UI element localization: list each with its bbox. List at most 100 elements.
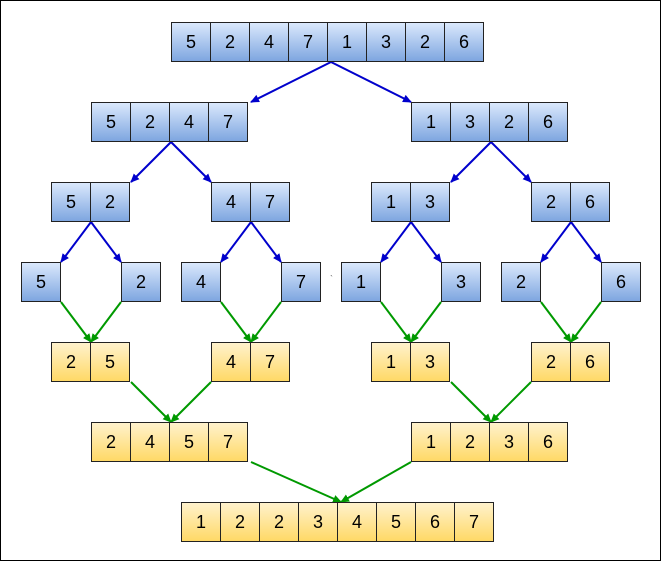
merge-arrow (250, 301, 282, 343)
array-cell: 6 (415, 502, 455, 542)
split-arrow (170, 141, 212, 183)
array-cell: 2 (531, 342, 571, 382)
merge-arrow (220, 301, 252, 343)
split-single: 7 (281, 262, 321, 302)
array-cell: 1 (371, 182, 411, 222)
array-cell: 2 (259, 502, 299, 542)
array-cell: 7 (208, 422, 248, 462)
array-cell: 3 (410, 182, 450, 222)
array-cell: 3 (366, 22, 406, 62)
array-sorted: 1 2 2 3 4 5 6 7 (181, 502, 494, 542)
split-single: 3 (441, 262, 481, 302)
array-cell: 4 (181, 262, 221, 302)
array-cell: 7 (250, 182, 290, 222)
array-cell: 3 (410, 342, 450, 382)
array-cell: 1 (341, 262, 381, 302)
split-quarter: 5 2 (51, 182, 130, 222)
merge-arrow (410, 301, 442, 343)
merge-arrow (130, 381, 172, 423)
array-cell: 2 (405, 22, 445, 62)
array-cell: 5 (90, 342, 130, 382)
array-cell: 4 (169, 102, 209, 142)
array-cell: 2 (130, 102, 170, 142)
array-cell: 1 (371, 342, 411, 382)
split-arrow (250, 61, 332, 103)
array-cell: 1 (411, 102, 451, 142)
merge-arrow (90, 301, 122, 343)
stray-mark: ` (330, 274, 333, 284)
split-arrow (380, 221, 412, 263)
split-single: 2 (501, 262, 541, 302)
merge-arrow (450, 381, 492, 423)
split-half-right: 1 3 2 6 (411, 102, 568, 142)
merge-arrow (340, 461, 412, 503)
merged-pair: 4 7 (211, 342, 290, 382)
split-single: 1 (341, 262, 381, 302)
array-cell: 5 (91, 102, 131, 142)
array-cell: 5 (171, 22, 211, 62)
array-cell: 2 (210, 22, 250, 62)
merged-pair: 2 6 (531, 342, 610, 382)
merge-arrow (570, 301, 602, 343)
array-cell: 2 (489, 102, 529, 142)
split-arrow (410, 221, 442, 263)
merged-pair: 2 5 (51, 342, 130, 382)
array-cell: 5 (21, 262, 61, 302)
split-arrow (540, 221, 572, 263)
split-arrow (60, 221, 92, 263)
split-arrow (330, 61, 412, 103)
split-arrow (90, 221, 122, 263)
merged-pair: 1 3 (371, 342, 450, 382)
split-quarter: 2 6 (531, 182, 610, 222)
array-cell: 6 (528, 422, 568, 462)
split-arrow (220, 221, 252, 263)
array-cell: 2 (90, 182, 130, 222)
array-cell: 2 (450, 422, 490, 462)
array-cell: 5 (169, 422, 209, 462)
split-single: 4 (181, 262, 221, 302)
array-cell: 6 (570, 342, 610, 382)
split-half-left: 5 2 4 7 (91, 102, 248, 142)
split-quarter: 4 7 (211, 182, 290, 222)
array-cell: 2 (531, 182, 571, 222)
array-cell: 7 (208, 102, 248, 142)
array-cell: 2 (91, 422, 131, 462)
array-cell: 3 (441, 262, 481, 302)
split-arrow (450, 141, 492, 183)
array-cell: 2 (220, 502, 260, 542)
split-arrow (570, 221, 602, 263)
array-cell: 4 (337, 502, 377, 542)
array-cell: 4 (130, 422, 170, 462)
merge-arrow (490, 381, 532, 423)
array-cell: 7 (250, 342, 290, 382)
array-cell: 6 (444, 22, 484, 62)
array-cell: 3 (450, 102, 490, 142)
array-cell: 2 (51, 342, 91, 382)
array-cell: 7 (281, 262, 321, 302)
merge-arrow (540, 301, 572, 343)
merge-arrow (250, 461, 342, 503)
array-cell: 7 (454, 502, 494, 542)
split-arrow (130, 141, 172, 183)
split-arrow (490, 141, 532, 183)
split-single: 5 (21, 262, 61, 302)
array-cell: 3 (489, 422, 529, 462)
array-cell: 6 (601, 262, 641, 302)
split-quarter: 1 3 (371, 182, 450, 222)
split-arrow (250, 221, 282, 263)
merge-arrow (380, 301, 412, 343)
array-cell: 1 (327, 22, 367, 62)
array-cell: 6 (570, 182, 610, 222)
array-cell: 2 (501, 262, 541, 302)
array-cell: 6 (528, 102, 568, 142)
merge-arrow (170, 381, 212, 423)
array-initial: 5 2 4 7 1 3 2 6 (171, 22, 484, 62)
array-cell: 3 (298, 502, 338, 542)
array-cell: 1 (181, 502, 221, 542)
merged-half-left: 2 4 5 7 (91, 422, 248, 462)
array-cell: 5 (51, 182, 91, 222)
array-cell: 4 (249, 22, 289, 62)
array-cell: 4 (211, 342, 251, 382)
